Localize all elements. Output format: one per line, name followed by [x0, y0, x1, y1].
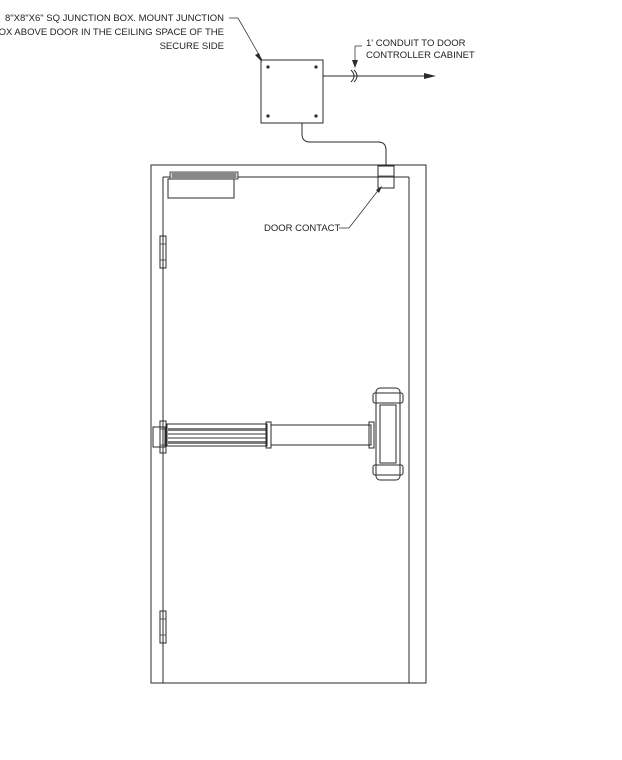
door-frame: [150, 164, 427, 684]
junction-box-note-line-3: SECURE SIDE: [160, 41, 224, 52]
conduit-note-line-2: CONTROLLER CABINET: [366, 50, 475, 61]
door-contact-leader: [339, 186, 382, 229]
panic-exit-device: [152, 387, 404, 481]
junction-box-leader: [229, 17, 263, 62]
door-contact: [377, 165, 395, 189]
hinge-top: [159, 235, 167, 269]
door-closer: [167, 171, 239, 199]
conduit-note-line-1: 1' CONDUIT TO DOOR: [366, 38, 466, 49]
junction-box: [260, 59, 324, 124]
hinge-bottom: [159, 610, 167, 644]
junction-box-note-line-1: 8"X8"X6" SQ JUNCTION BOX. MOUNT JUNCTION: [5, 13, 224, 24]
conduit-run-to-cabinet: [323, 69, 436, 83]
junction-box-note-line-2: BOX ABOVE DOOR IN THE CEILING SPACE OF T…: [0, 27, 224, 38]
door-contact-cable: [301, 123, 387, 166]
conduit-leader: [352, 45, 362, 68]
door-contact-label: DOOR CONTACT: [264, 223, 341, 234]
